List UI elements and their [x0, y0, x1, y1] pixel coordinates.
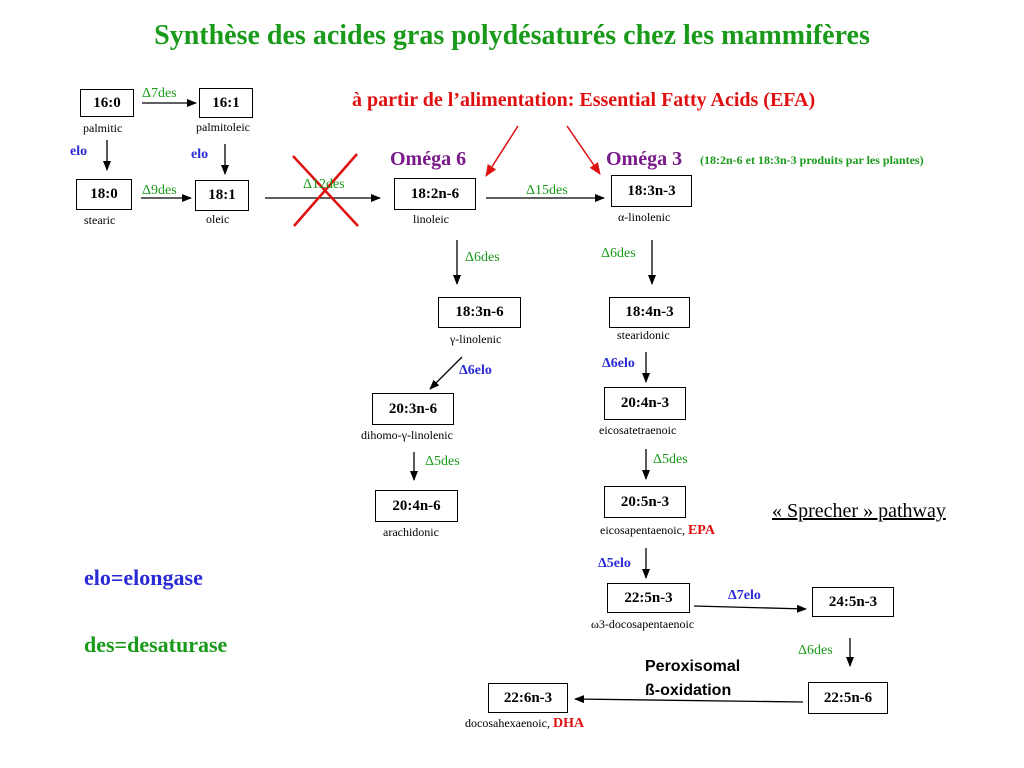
node-code: 18:3n-6: [455, 304, 504, 320]
node-20-4n6: 20:4n-6: [375, 490, 458, 522]
node-name-stearic: stearic: [84, 213, 116, 227]
enzyme-d7des: Δ7des: [142, 86, 177, 101]
node-name-oleic: oleic: [206, 212, 230, 226]
node-name-docosahexaenoic: docosahexaenoic, DHA: [465, 716, 584, 732]
node-code: 20:4n-6: [392, 498, 441, 514]
page-title: Synthèse des acides gras polydésaturés c…: [154, 20, 870, 51]
enzyme-elo-right: elo: [191, 147, 209, 162]
node-16-0: 16:0: [80, 89, 134, 117]
enzyme-d12des: Δ12des: [303, 177, 345, 192]
enzyme-d5des-n3: Δ5des: [653, 452, 688, 467]
node-18-3n3: 18:3n-3: [611, 175, 692, 207]
node-name-dihomo-gamma-linolenic: dihomo-γ-linolenic: [361, 428, 453, 442]
arrow-22-5n6-to-22-6n3: [574, 695, 804, 704]
omega6-header: Oméga 6: [390, 148, 467, 170]
node-18-1: 18:1: [195, 180, 249, 211]
enzyme-d7elo: Δ7elo: [728, 588, 761, 603]
omega3-header: Oméga 3: [606, 148, 683, 170]
node-code: 24:5n-3: [828, 594, 878, 610]
node-18-4n3: 18:4n-3: [609, 297, 690, 328]
node-name-stearidonic: stearidonic: [617, 328, 670, 342]
arrow-18-3n6-to-20-3n6: [429, 356, 463, 390]
node-22-6n3: 22:6n-3: [488, 683, 568, 713]
enzyme-d5des-n6: Δ5des: [425, 454, 460, 469]
node-24-5n3: 24:5n-3: [812, 587, 894, 617]
node-code: 16:1: [212, 95, 240, 111]
node-20-5n3: 20:5n-3: [604, 486, 686, 518]
enzyme-d5elo: Δ5elo: [598, 556, 631, 571]
node-20-3n6: 20:3n-6: [372, 393, 454, 425]
diet-note: à partir de l’alimentation: Essential Fa…: [352, 89, 816, 111]
cross-stroke-2: [293, 153, 358, 227]
enzyme-d6des-final: Δ6des: [798, 643, 833, 658]
node-16-1: 16:1: [199, 88, 253, 118]
dha-label: DHA: [552, 716, 585, 731]
red-arrow-to-omega6: [485, 125, 519, 177]
node-22-5n6: 22:5n-6: [808, 682, 888, 714]
node-name-linoleic: linoleic: [413, 212, 449, 226]
node-code: 22:5n-6: [823, 690, 873, 706]
fatty-acid-name: eicosapentaenoic,: [600, 523, 685, 537]
node-code: 22:5n-3: [624, 590, 673, 606]
node-name-palmitic: palmitic: [83, 121, 123, 135]
fatty-acid-name: docosahexaenoic,: [465, 716, 550, 730]
legend-desaturase: des=desaturase: [84, 632, 228, 657]
node-22-5n3: 22:5n-3: [607, 583, 690, 613]
node-name-gamma-linolenic: γ-linolenic: [450, 332, 502, 346]
arrow-22-5n3-to-24-5n3: [693, 604, 807, 613]
node-18-0: 18:0: [76, 179, 132, 210]
red-arrow-to-omega3: [566, 125, 601, 175]
node-code: 18:1: [208, 187, 236, 203]
enzyme-d6des-n6: Δ6des: [465, 250, 500, 265]
node-18-2n6: 18:2n-6: [394, 178, 476, 210]
node-20-4n3: 20:4n-3: [604, 387, 686, 420]
node-code: 22:6n-3: [503, 690, 553, 706]
node-name-alpha-linolenic: α-linolenic: [618, 210, 671, 224]
node-code: 20:4n-3: [620, 395, 670, 411]
peroxisomal-line2: ß-oxidation: [645, 682, 732, 699]
node-code: 18:3n-3: [627, 183, 676, 199]
node-18-3n6: 18:3n-6: [438, 297, 521, 328]
plants-note: (18:2n-6 et 18:3n-3 produits par les pla…: [700, 153, 924, 167]
peroxisomal-line1: Peroxisomal: [645, 658, 741, 675]
enzyme-d6des-n3: Δ6des: [601, 246, 636, 261]
enzyme-elo-left: elo: [70, 144, 88, 159]
enzyme-d15des: Δ15des: [526, 183, 568, 198]
node-name-arachidonic: arachidonic: [383, 525, 439, 539]
node-code: 20:3n-6: [388, 401, 438, 417]
node-name-eicosatetraenoic: eicosatetraenoic: [599, 423, 677, 437]
node-code: 18:4n-3: [625, 304, 674, 320]
node-code: 16:0: [93, 95, 121, 111]
node-code: 18:2n-6: [410, 186, 460, 202]
enzyme-d6elo-n6: Δ6elo: [459, 363, 492, 378]
sprecher-pathway-label: « Sprecher » pathway: [772, 500, 946, 522]
enzyme-d6elo-n3: Δ6elo: [602, 356, 635, 371]
epa-label: EPA: [687, 523, 715, 538]
node-name-omega3-docosapentaenoic: ω3-docosapentaenoic: [591, 617, 695, 631]
node-name-palmitoleic: palmitoleic: [196, 120, 250, 134]
node-name-eicosapentaenoic: eicosapentaenoic, EPA: [600, 523, 715, 539]
node-code: 20:5n-3: [620, 494, 670, 510]
enzyme-d9des: Δ9des: [142, 183, 177, 198]
legend-elongase: elo=elongase: [84, 565, 203, 590]
node-code: 18:0: [90, 186, 118, 202]
